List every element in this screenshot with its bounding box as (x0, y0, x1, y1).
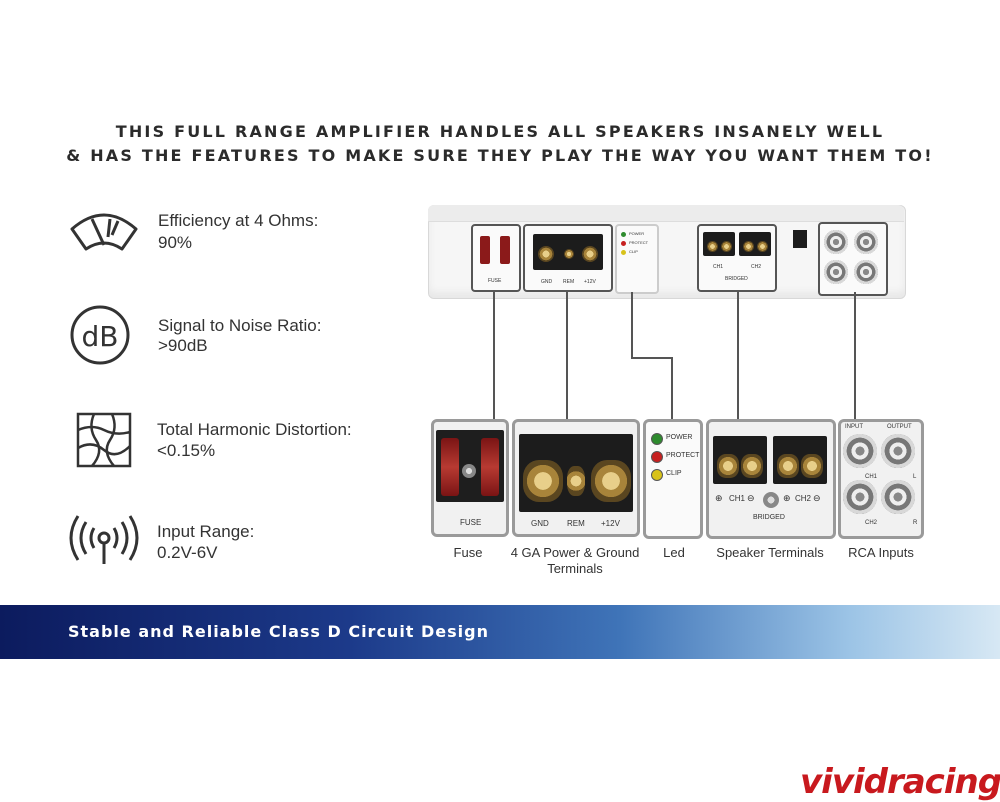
led-leader-line-down (671, 357, 673, 420)
detail-power-terminals: GND REM +12V (512, 419, 640, 537)
detail-power-label: POWER (666, 434, 693, 441)
led-power-icon (651, 433, 663, 445)
led-leader-line (631, 292, 633, 358)
led-protect-icon (651, 451, 663, 463)
detail-fuse: FUSE (431, 419, 509, 537)
distortion-grid-icon (68, 410, 140, 474)
caption-led: Led (663, 545, 685, 560)
rca-leader-line (854, 292, 856, 420)
amp-led-section: POWER PROTECT CLIP (615, 224, 659, 294)
detail-ch1-label: CH1 (865, 474, 878, 480)
amp-rca-section (818, 222, 888, 296)
spec-input-range: Input Range: 0.2V-6V (68, 512, 408, 582)
amp-led-power-label: POWER (629, 231, 645, 236)
vividracing-logo: vividracing (800, 762, 1000, 802)
amp-power-section: GND REM +12V (523, 224, 613, 292)
detail-rem-label: REM (567, 519, 585, 528)
amp-bridged-label: BRIDGED (725, 276, 748, 282)
detail-gnd-label: GND (531, 519, 549, 528)
spec-value: >90dB (158, 336, 208, 355)
detail-r-label: R (913, 520, 918, 526)
detail-12v-label: +12V (601, 519, 620, 528)
headline-line-2: & HAS THE FEATURES TO MAKE SURE THEY PLA… (66, 146, 934, 165)
caption-fuse: Fuse (453, 545, 483, 560)
speaker-leader-line (737, 290, 739, 420)
amp-led-clip-label: CLIP (629, 249, 638, 254)
detail-protect-label: PROTECT (666, 452, 700, 459)
signal-antenna-icon (68, 512, 140, 576)
db-icon: dB (68, 303, 140, 367)
amp-fuse-section: FUSE (471, 224, 521, 292)
detail-ch1-label: CH1 (729, 494, 746, 503)
detail-clip-label: CLIP (666, 470, 682, 477)
spec-efficiency: Efficiency at 4 Ohms: 90% (68, 205, 408, 275)
caption-speaker-terminals: Speaker Terminals (716, 545, 824, 560)
detail-rca-inputs: INPUT OUTPUT L R CH1 CH2 (838, 419, 924, 539)
amp-remote-port (793, 230, 807, 248)
caption-rca-inputs: RCA Inputs (848, 545, 914, 560)
detail-output-label: OUTPUT (887, 424, 912, 430)
spec-value: <0.15% (157, 441, 216, 460)
amplifier-top-edge (428, 205, 904, 222)
led-clip-icon (651, 469, 663, 481)
spec-thd: Total Harmonic Distortion: <0.15% (68, 410, 408, 480)
caption-power-terminals: 4 GA Power & Ground Terminals (510, 545, 640, 576)
amp-12v-label: +12V (584, 279, 596, 285)
power-leader-line (566, 290, 568, 420)
detail-ch2-label: CH2 (795, 494, 812, 503)
detail-ch2-label: CH2 (865, 520, 878, 526)
detail-fuse-label: FUSE (460, 518, 482, 527)
fuse-leader-line (493, 290, 495, 420)
feature-banner: Stable and Reliable Class D Circuit Desi… (0, 605, 1000, 659)
spec-label: Efficiency at 4 Ohms: (158, 211, 319, 230)
spec-snr: dB Signal to Noise Ratio: >90dB (68, 303, 408, 373)
led-leader-line-h (631, 357, 672, 359)
headline-line-1: THIS FULL RANGE AMPLIFIER HANDLES ALL SP… (115, 122, 885, 141)
amp-rem-label: REM (563, 279, 575, 285)
headline: THIS FULL RANGE AMPLIFIER HANDLES ALL SP… (0, 120, 1000, 168)
amp-led-protect-label: PROTECT (629, 240, 649, 245)
amp-ch1-label: CH1 (713, 264, 724, 270)
amp-fuse-label: FUSE (488, 278, 502, 284)
amp-speaker-section: CH1 CH2 BRIDGED (697, 224, 777, 292)
spec-value: 90% (158, 233, 193, 252)
banner-text: Stable and Reliable Class D Circuit Desi… (68, 622, 490, 641)
detail-l-label: L (913, 474, 917, 480)
detail-speaker-terminals: ⊕ CH1 ⊖ ⊕ CH2 ⊖ BRIDGED (706, 419, 836, 539)
spec-label: Total Harmonic Distortion: (157, 420, 352, 439)
detail-led: POWER PROTECT CLIP (643, 419, 703, 539)
detail-bridged-label: BRIDGED (753, 514, 785, 521)
amp-gnd-label: GND (541, 279, 553, 285)
spec-value: 0.2V-6V (157, 543, 218, 562)
amp-ch2-label: CH2 (751, 264, 762, 270)
svg-text:dB: dB (82, 320, 119, 353)
detail-input-label: INPUT (845, 424, 863, 430)
efficiency-gauge-icon (68, 205, 140, 269)
spec-label: Signal to Noise Ratio: (158, 316, 322, 335)
spec-label: Input Range: (157, 522, 255, 541)
